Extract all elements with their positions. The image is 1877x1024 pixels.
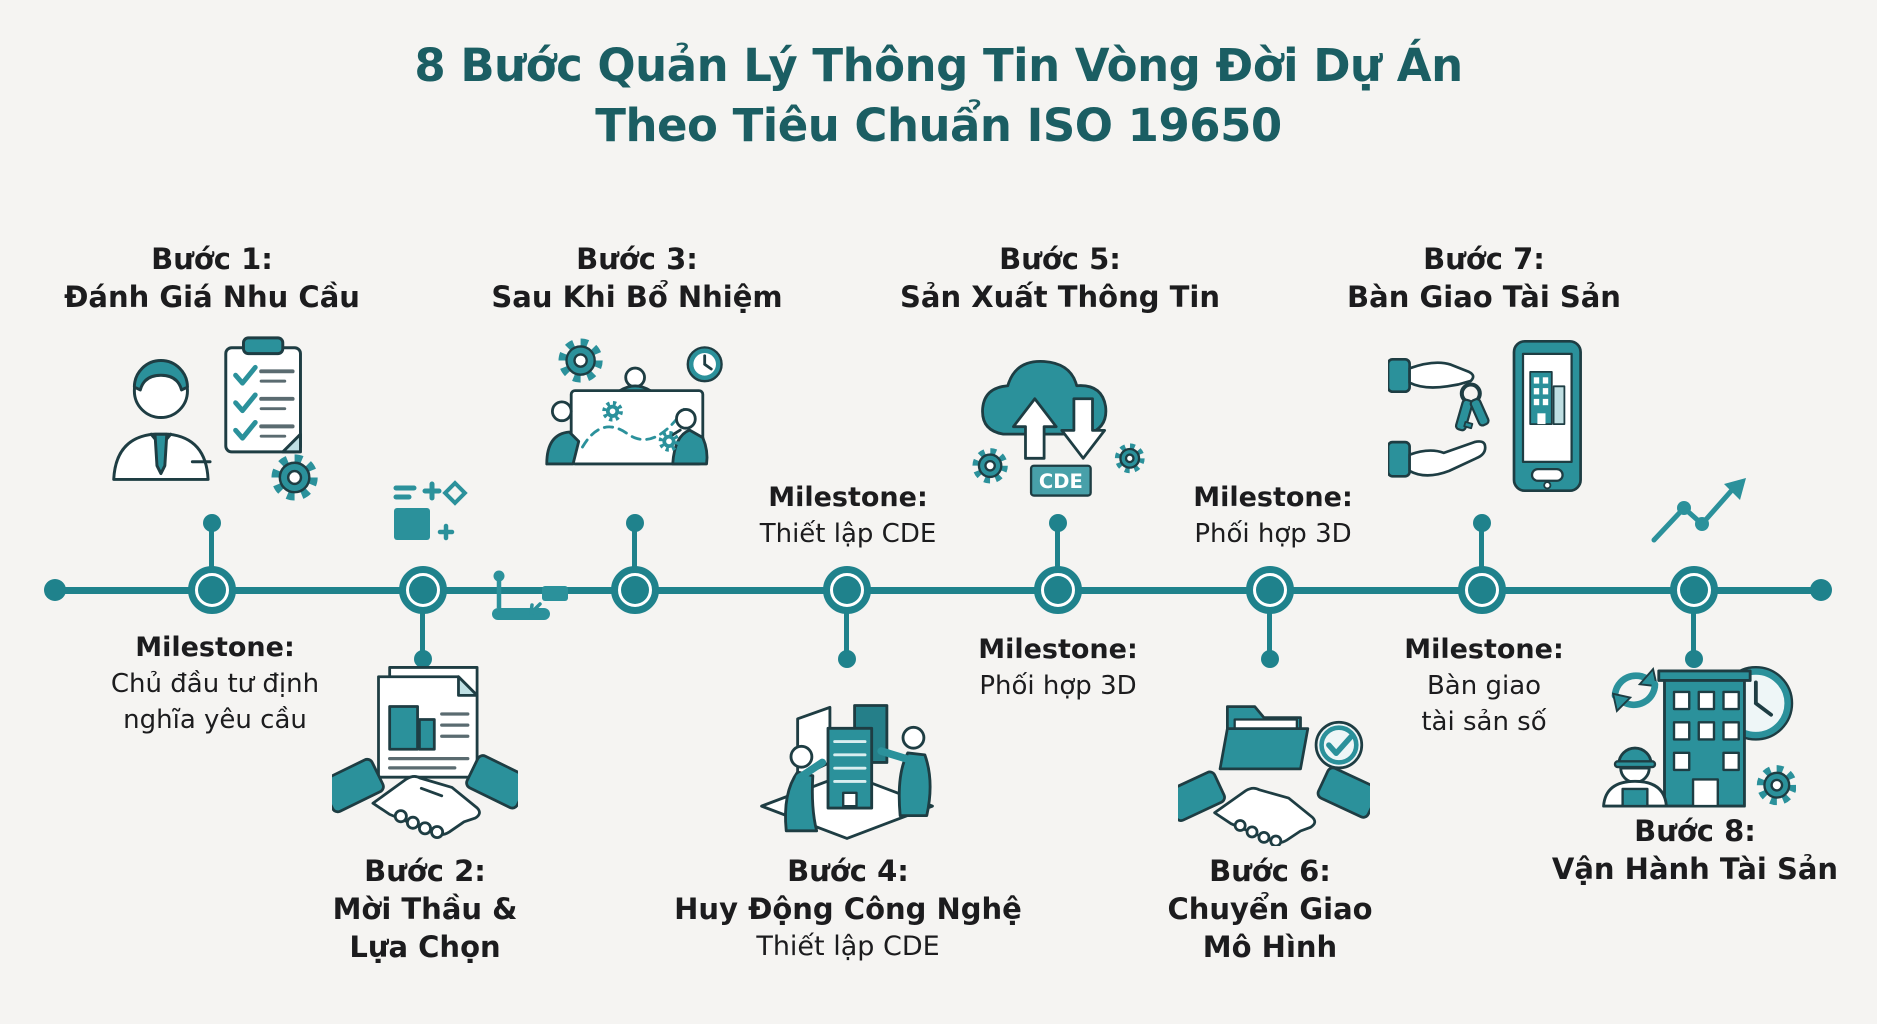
timeline-node-8 xyxy=(1670,566,1718,614)
timeline-node-2 xyxy=(399,566,447,614)
stub-node-3 xyxy=(632,524,637,568)
step-4-subline: Thiết lập CDE xyxy=(756,931,940,962)
stub-node-2 xyxy=(420,612,425,656)
milestone-1: Milestone: Chủ đầu tư định nghĩa yêu cầu xyxy=(110,632,320,735)
gear-icon xyxy=(558,338,603,383)
stub-dot-node-6 xyxy=(1261,650,1279,668)
step-5-number: Bước 5: xyxy=(999,242,1121,276)
hands-keys-tablet-icon xyxy=(1388,339,1582,493)
stub-node-6 xyxy=(1267,612,1272,656)
step-3-name: Sau Khi Bổ Nhiệm xyxy=(491,280,783,314)
step-1-label: Bước 1: Đánh Giá Nhu Cầu xyxy=(64,240,360,316)
step-1-name: Đánh Giá Nhu Cầu xyxy=(64,280,360,314)
step-7-number: Bước 7: xyxy=(1423,242,1545,276)
step-4-name: Huy Động Công Nghệ xyxy=(674,892,1022,926)
timeline-start-dot xyxy=(44,579,66,601)
step-6-name-line2: Mô Hình xyxy=(1202,930,1338,964)
step-6-number: Bước 6: xyxy=(1209,854,1331,888)
timeline-node-4 xyxy=(823,566,871,614)
growth-trend-icon xyxy=(1651,478,1746,543)
milestone-5: Milestone: Phối hợp 3D xyxy=(978,634,1138,701)
gear-icon xyxy=(1756,765,1796,806)
stub-node-1 xyxy=(209,524,214,568)
page-title-line2: Theo Tiêu Chuẩn ISO 19650 xyxy=(595,99,1282,152)
cde-badge-text: CDE xyxy=(1039,470,1083,493)
timeline-node-1 xyxy=(188,566,236,614)
step-4-number: Bước 4: xyxy=(787,854,909,888)
team-planning-gears-icon xyxy=(545,338,723,466)
stub-node-8 xyxy=(1691,612,1696,656)
timeline-node-6 xyxy=(1246,566,1294,614)
page-title: 8 Bước Quản Lý Thông Tin Vòng Đời Dự Án … xyxy=(0,36,1877,156)
step-5-label: Bước 5: Sản Xuất Thông Tin xyxy=(900,240,1220,316)
step-2-name-line2: Lựa Chọn xyxy=(349,930,501,964)
page-title-line1: 8 Bước Quản Lý Thông Tin Vòng Đời Dự Án xyxy=(414,39,1463,92)
timeline-node-3 xyxy=(611,566,659,614)
people-3d-buildings-icon xyxy=(760,704,934,840)
step-6-name-line1: Chuyển Giao xyxy=(1167,892,1373,926)
step-8-name: Vận Hành Tài Sản xyxy=(1551,852,1839,886)
stub-dot-node-8 xyxy=(1685,650,1703,668)
step-1-number: Bước 1: xyxy=(151,242,273,276)
step-6-label: Bước 6: Chuyển Giao Mô Hình xyxy=(1167,852,1372,966)
gear-icon xyxy=(972,448,1008,484)
stub-dot-node-3 xyxy=(626,514,644,532)
sparkle-box-icon xyxy=(393,480,468,541)
milestone-6: Milestone: Phối hợp 3D xyxy=(1193,482,1353,549)
step-2-name-line1: Mời Thầu & xyxy=(332,892,518,926)
timeline-line xyxy=(52,587,1822,594)
step-7-name: Bàn Giao Tài Sản xyxy=(1347,280,1621,314)
handshake-contract-icon xyxy=(332,666,518,840)
step-8-label: Bước 8: Vận Hành Tài Sản xyxy=(1552,812,1838,888)
gear-icon xyxy=(1114,443,1145,474)
worker-icon xyxy=(1602,746,1668,808)
gear-icon xyxy=(271,454,318,501)
milestone-7: Milestone: Bàn giao tài sản số xyxy=(1404,634,1564,737)
stub-node-4 xyxy=(844,612,849,656)
step-3-label: Bước 3: Sau Khi Bổ Nhiệm xyxy=(491,240,782,316)
timeline-end-dot xyxy=(1810,579,1832,601)
stub-dot-node-1 xyxy=(203,514,221,532)
stub-node-7 xyxy=(1479,524,1484,568)
step-8-number: Bước 8: xyxy=(1634,814,1756,848)
step-7-label: Bước 7: Bàn Giao Tài Sản xyxy=(1347,240,1621,316)
building-operation-icon xyxy=(1602,665,1796,808)
step-4-label: Bước 4: Huy Động Công Nghệ Thiết lập CDE xyxy=(674,852,1022,966)
handshake-folder-check-icon xyxy=(1178,705,1370,846)
stub-dot-node-2 xyxy=(414,650,432,668)
stub-dot-node-5 xyxy=(1049,514,1067,532)
timeline-node-5 xyxy=(1034,566,1082,614)
stub-dot-node-4 xyxy=(838,650,856,668)
scanner-device-icon xyxy=(492,570,568,620)
clock-icon xyxy=(686,346,723,383)
stub-node-5 xyxy=(1055,524,1060,568)
step-3-number: Bước 3: xyxy=(576,242,698,276)
recycle-arrows-icon xyxy=(1611,666,1659,713)
person-checklist-gear-icon xyxy=(112,336,318,501)
timeline-node-7 xyxy=(1458,566,1506,614)
milestone-4: Milestone: Thiết lập CDE xyxy=(759,482,937,549)
cde-badge xyxy=(1029,464,1092,497)
cloud-data-exchange-icon: CDE xyxy=(972,360,1145,497)
step-5-name: Sản Xuất Thông Tin xyxy=(900,280,1220,314)
step-2-number: Bước 2: xyxy=(364,854,486,888)
step-2-label: Bước 2: Mời Thầu & Lựa Chọn xyxy=(333,852,518,966)
stub-dot-node-7 xyxy=(1473,514,1491,532)
